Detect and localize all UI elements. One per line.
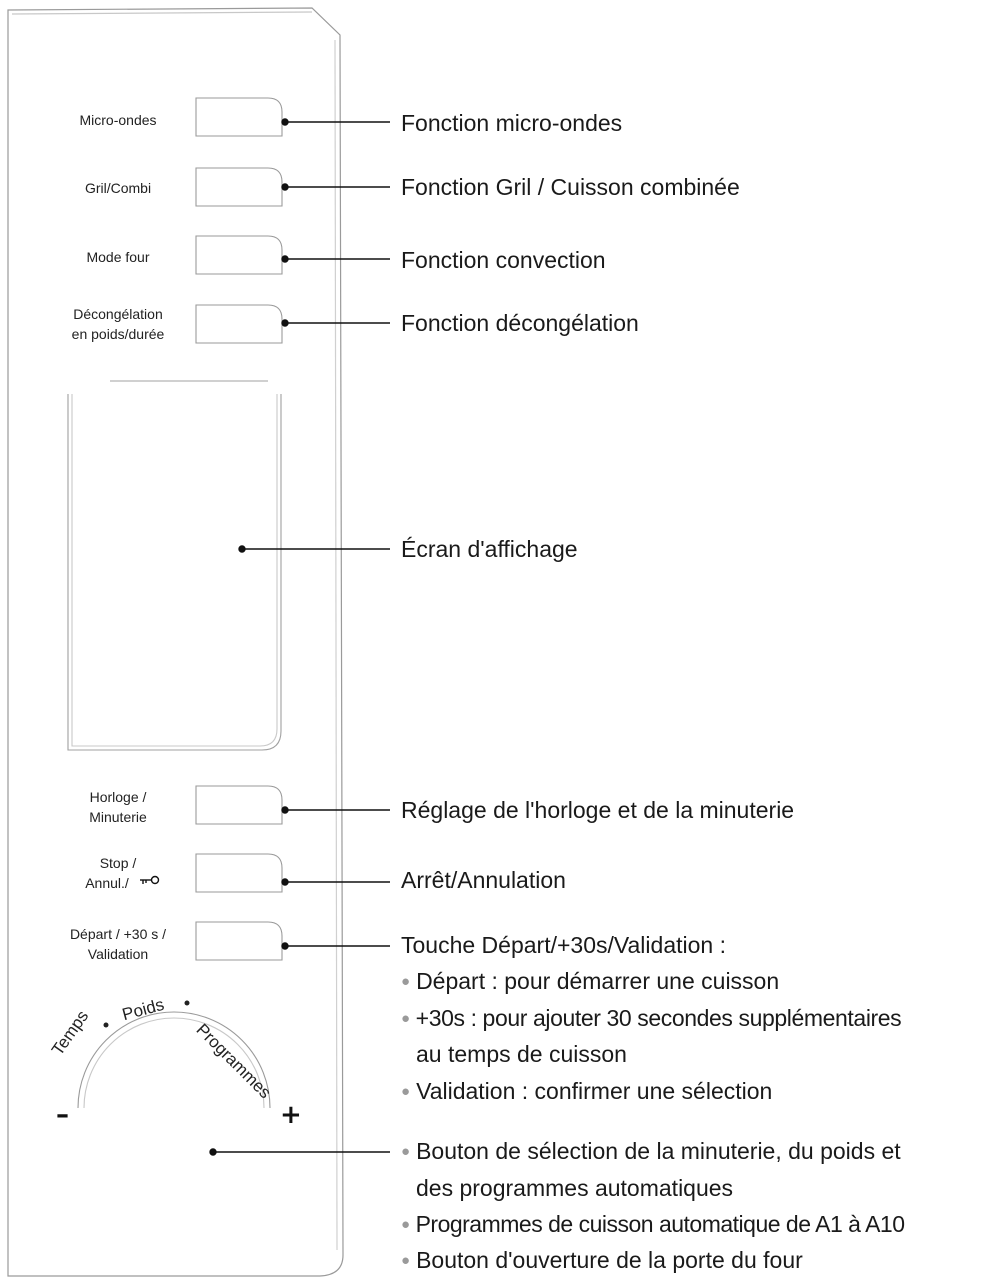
clock-label-line2: Minuterie: [89, 809, 147, 825]
stop-label-line2: Annul./: [85, 875, 129, 891]
callout-microwave: Fonction micro-ondes: [401, 110, 623, 136]
knob-plus-sign: +: [280, 1100, 302, 1130]
stop-button-label: Stop / Annul./: [50, 853, 186, 893]
display-screen: [67, 380, 282, 751]
clock-label-line1: Horloge /: [89, 789, 147, 805]
bullet-dot: ●: [401, 1252, 411, 1269]
callout-knob-item-text: Programmes de cuisson automatique de A1 …: [415, 1211, 905, 1237]
panel-outline: [7, 7, 344, 1277]
bullet-dot: ●: [401, 1143, 411, 1160]
leader-lines: [209, 118, 390, 1156]
defrost-button: [195, 304, 283, 344]
button-shapes: [195, 97, 283, 961]
oven-button: [195, 235, 283, 275]
key-icon: [140, 875, 160, 885]
bullet-dot: ●: [401, 973, 411, 990]
callout-start-item: ● Validation : confirmer une sélection: [401, 1075, 772, 1108]
defrost-label-line1: Décongélation: [73, 306, 163, 322]
knob-minus-sign: –: [56, 1100, 69, 1130]
callout-start-item-continuation: au temps de cuisson: [416, 1041, 627, 1067]
start-label-line1: Départ / +30 s /: [69, 926, 167, 942]
clock-button-label: Horloge / Minuterie: [50, 787, 186, 827]
callout-start-item-text: Validation : confirmer une sélection: [416, 1078, 773, 1104]
microwave-button-label: Micro-ondes: [79, 112, 157, 128]
bullet-dot: ●: [401, 1216, 410, 1233]
callout-knob-item: ● Bouton d'ouverture de la porte du four: [401, 1244, 803, 1277]
stop-button: [195, 853, 283, 893]
defrost-button-label: Décongélation en poids/durée: [50, 304, 186, 344]
defrost-label-line2: en poids/durée: [71, 326, 165, 342]
callout-start-item: ● +30s : pour ajouter 30 secondes supplém…: [401, 1002, 902, 1035]
callout-knob-item-text: Bouton de sélection de la minuterie, du …: [416, 1138, 901, 1164]
start-label-line2: Validation: [87, 946, 149, 962]
knob-dots: [103, 1000, 190, 1028]
callout-clock: Réglage de l'horloge et de la minuterie: [401, 797, 795, 823]
callout-stop: Arrêt/Annulation: [401, 867, 566, 893]
callout-display: Écran d'affichage: [401, 536, 578, 562]
callout-start-item: ● Départ : pour démarrer une cuisson: [401, 965, 779, 998]
callout-knob-item: ● Programmes de cuisson automatique de A1…: [401, 1208, 905, 1241]
callout-start-item-text: Départ : pour démarrer une cuisson: [416, 968, 780, 994]
callout-convection: Fonction convection: [401, 247, 606, 273]
grill-button: [195, 167, 283, 207]
oven-button-label: Mode four: [86, 249, 150, 265]
callout-knob-item-continuation: des programmes automatiques: [416, 1175, 734, 1201]
stop-label-line1: Stop /: [99, 855, 137, 871]
bullet-dot: ●: [401, 1083, 411, 1100]
start-button-label: Départ / +30 s / Validation: [40, 924, 196, 964]
start-button: [195, 921, 283, 961]
callout-knob-item: ● Bouton de sélection de la minuterie, du…: [401, 1135, 901, 1168]
grill-button-label: Gril/Combi: [84, 180, 152, 196]
callout-knob-item-text: Bouton d'ouverture de la porte du four: [416, 1247, 803, 1273]
callout-start-item-text: +30s : pour ajouter 30 secondes suppléme…: [415, 1005, 902, 1031]
clock-button: [195, 785, 283, 825]
callout-start-title: Touche Départ/+30s/Validation :: [401, 932, 726, 958]
microwave-button: [195, 97, 283, 137]
callout-grill: Fonction Gril / Cuisson combinée: [401, 174, 740, 200]
selector-knob: [77, 1011, 271, 1109]
callout-defrost: Fonction décongélation: [401, 310, 639, 336]
bullet-dot: ●: [401, 1010, 410, 1027]
